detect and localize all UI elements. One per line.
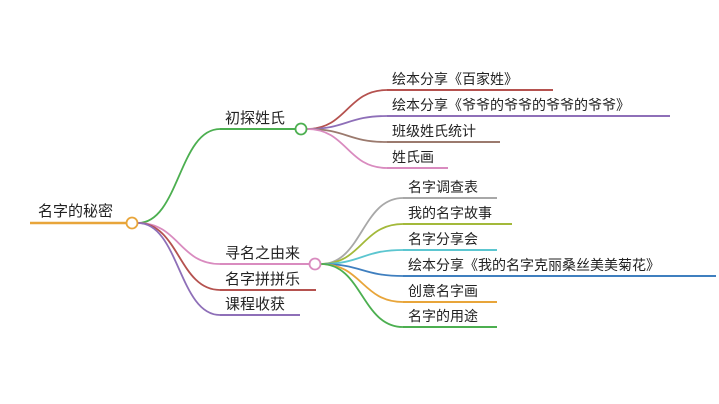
branch-collapse-dot[interactable] — [294, 122, 308, 136]
leaf-label: 我的名字故事 — [408, 206, 492, 222]
leaf-label: 绘本分享《我的名字克丽桑丝美美菊花》 — [408, 257, 660, 274]
leaf-node[interactable]: 名字的用途 — [403, 308, 497, 328]
leaf-label: 绘本分享《爷爷的爷爷的爷爷的爷爷》 — [392, 97, 630, 114]
leaf-label: 名字分享会 — [408, 231, 478, 248]
leaf-node[interactable]: 名字分享会 — [403, 231, 497, 251]
leaf-node[interactable]: 名字调查表 — [403, 180, 497, 199]
connector-branch-to-leaf — [320, 223, 404, 265]
leaf-node[interactable]: 绘本分享《百家姓》 — [387, 71, 553, 91]
connector-branch-to-leaf — [320, 263, 404, 328]
branch-label: 课程收获 — [225, 295, 285, 313]
connector-root-to-branch — [137, 222, 221, 316]
branch-node-shouhuo[interactable]: 课程收获 — [220, 295, 300, 316]
branch-node-pinpinle[interactable]: 名字拼拼乐 — [220, 270, 316, 291]
leaf-label: 姓氏画 — [392, 150, 434, 166]
root-label: 名字的秘密 — [38, 202, 113, 220]
leaf-label: 绘本分享《百家姓》 — [392, 71, 518, 88]
connector-root-to-branch — [137, 222, 221, 291]
branch-node-chutan[interactable]: 初探姓氏 — [220, 109, 308, 136]
connector-branch-to-leaf — [320, 197, 404, 265]
branch-node-xunming[interactable]: 寻名之由来 — [220, 244, 322, 271]
branch-label: 寻名之由来 — [225, 244, 300, 262]
connector-branch-to-leaf — [306, 89, 388, 130]
leaf-node[interactable]: 我的名字故事 — [403, 206, 512, 225]
leaf-node[interactable]: 绘本分享《爷爷的爷爷的爷爷的爷爷》 — [387, 97, 670, 117]
leaf-label: 班级姓氏统计 — [392, 124, 476, 140]
leaf-node[interactable]: 绘本分享《我的名字克丽桑丝美美菊花》 — [403, 257, 716, 277]
branch-collapse-dot[interactable] — [308, 257, 322, 271]
leaf-label: 名字的用途 — [408, 308, 478, 325]
root-collapse-dot[interactable] — [125, 216, 139, 230]
connector-root-to-branch — [137, 128, 221, 224]
root-node[interactable]: 名字的秘密 — [30, 202, 139, 230]
branch-label: 名字拼拼乐 — [225, 270, 300, 288]
leaf-label: 名字调查表 — [408, 180, 478, 196]
branch-label: 初探姓氏 — [225, 109, 285, 127]
leaf-label: 创意名字画 — [408, 283, 478, 300]
leaf-node[interactable]: 创意名字画 — [403, 283, 497, 303]
mindmap-edges — [137, 89, 404, 328]
connector-branch-to-leaf — [306, 128, 388, 169]
leaf-node[interactable]: 班级姓氏统计 — [387, 124, 500, 143]
leaf-node[interactable]: 姓氏画 — [387, 150, 448, 169]
